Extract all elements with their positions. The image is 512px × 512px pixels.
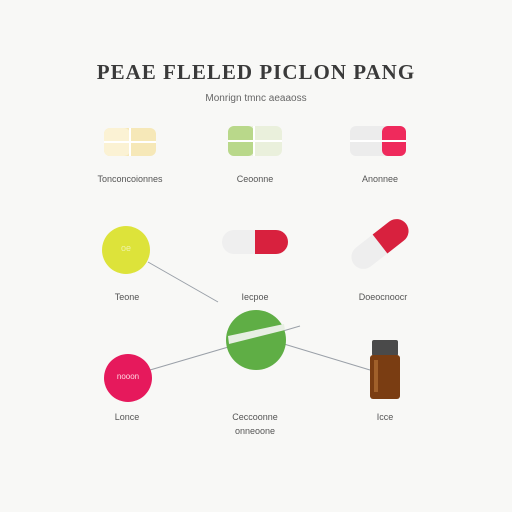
label-tilted-capsule: Doeocnoocr [358, 292, 408, 302]
green-disc-icon [226, 310, 286, 370]
yellow-dot-text: oe [120, 243, 131, 253]
connector-line [283, 343, 371, 371]
pink-dot-text: nooon [116, 372, 140, 381]
label-yellow-dot: Teone [114, 292, 140, 302]
label-green-disc: Ceccoonne [232, 412, 278, 422]
red-tablet-icon [350, 126, 406, 156]
label-green-tablet: Ceoonne [236, 174, 274, 184]
label-bottle: Icce [376, 412, 394, 422]
capsule-icon [222, 230, 288, 254]
label-yellow-tablet: Tonconcoionnes [97, 174, 163, 184]
page-subtitle: Monrign tmnc aeaaoss [205, 93, 307, 104]
yellow-dot-icon [102, 226, 150, 274]
label-green-disc-2: onneoone [234, 426, 276, 436]
label-capsule: Iecpoe [241, 292, 269, 302]
pink-dot-icon [104, 354, 152, 402]
green-tablet-icon [228, 126, 282, 156]
label-pink-dot: Lonce [114, 412, 140, 422]
label-red-tablet: Anonnee [361, 174, 399, 184]
yellow-tablet-icon [104, 128, 156, 156]
tilted-capsule-icon [351, 219, 409, 269]
medicine-bottle-icon [370, 340, 400, 399]
page-title: PEAE FLELED PICLON PANG [96, 60, 416, 84]
connector-line [147, 261, 219, 303]
